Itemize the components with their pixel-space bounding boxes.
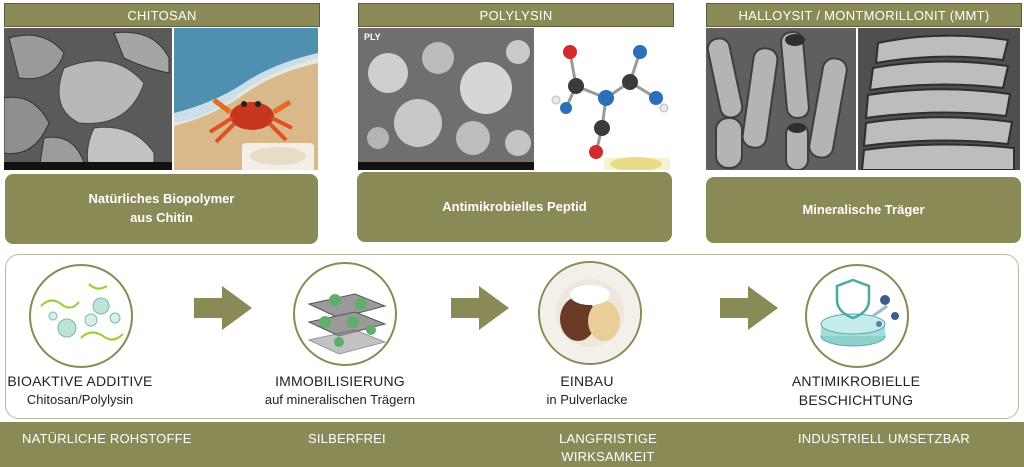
sem-label: PLY [364,32,381,42]
step-subtitle: in Pulverlacke [546,391,628,407]
step-bioactive-additives: BIOAKTIVE ADDITIVE Chitosan/Polylysin [0,372,170,408]
antimicrobial-coating-icon [805,264,909,368]
benefits-bar [0,422,1024,467]
chitosan-sem-image [4,28,172,170]
header-polylysin: POLYLYSIN [358,3,674,27]
step-antimicrobial-coating: ANTIMIKROBIELLE BESCHICHTUNG [766,372,946,410]
step-title: ANTIMIKROBIELLE [791,373,921,389]
step-immobilization: IMMOBILISIERUNG auf mineralischen Träger… [250,372,430,408]
header-chitosan-label: CHITOSAN [127,7,197,23]
step-title: EINBAU [560,373,614,389]
arrow-right-icon [194,286,252,330]
halloysit-description-card: Mineralische Träger [706,177,1021,243]
step-subtitle: auf mineralischen Trägern [264,391,416,407]
molecule-image [536,28,672,170]
benefit-natural-raw-materials: NATÜRLICHE ROHSTOFFE [22,431,192,446]
benefit-industrially-feasible: INDUSTRIELL UMSETZBAR [798,431,971,446]
halloysite-tubes-image [706,28,856,170]
benefit-silver-free: SILBERFREI [308,431,386,446]
polylysin-description: Antimikrobielles Peptid [442,198,587,214]
header-polylysin-label: POLYLYSIN [479,7,553,23]
header-chitosan: CHITOSAN [4,3,320,27]
chitosan-description-line1: Natürliches Biopolymer [88,191,235,207]
polylysin-sem-image: PLY [358,28,534,170]
header-halloysit-label: HALLOYSIT / MONTMORILLONIT (MMT) [738,7,990,23]
crab-beach-image [174,28,318,170]
arrow-right-icon [451,286,509,330]
powder-coating-icon [538,261,642,365]
polylysin-description-card: Antimikrobielles Peptid [357,172,672,242]
chitosan-description-line2: aus Chitin [130,210,193,225]
benefit-long-term-line1: LANGFRISTIGE [559,431,657,446]
chitosan-description-card: Natürliches Biopolymer aus Chitin [5,174,318,244]
montmorillonite-layers-image [858,28,1020,170]
step-subtitle: BESCHICHTUNG [798,391,914,408]
bioactive-additives-icon [29,264,133,368]
benefit-long-term-line2: WIRKSAMKEIT [561,448,655,464]
benefit-long-term-effectiveness: LANGFRISTIGE WIRKSAMKEIT [538,430,678,465]
step-title: BIOAKTIVE ADDITIVE [7,373,153,389]
header-halloysit: HALLOYSIT / MONTMORILLONIT (MMT) [706,3,1022,27]
immobilization-icon [293,262,397,366]
arrow-right-icon [720,286,778,330]
step-incorporation: EINBAU in Pulverlacke [497,372,677,408]
halloysit-description: Mineralische Träger [802,201,925,217]
step-title: IMMOBILISIERUNG [275,373,405,389]
step-subtitle: Chitosan/Polylysin [26,391,134,407]
